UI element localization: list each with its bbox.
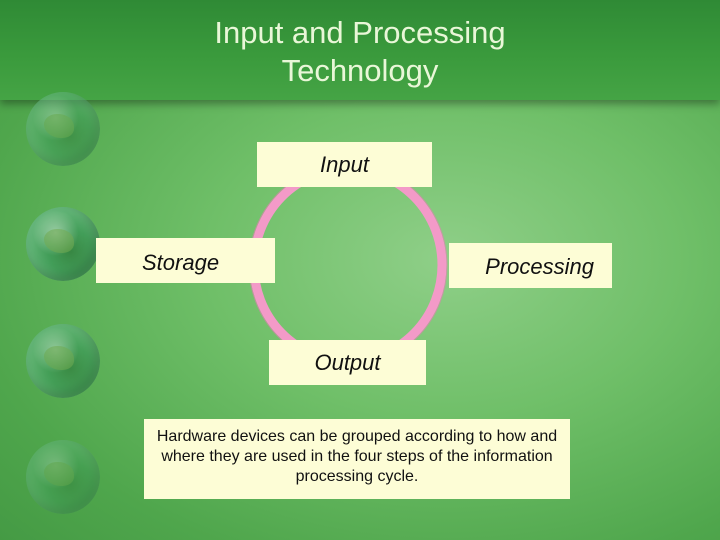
cycle-ring-path bbox=[254, 169, 442, 361]
output-step-box: Output bbox=[269, 340, 426, 385]
input-step-label: Input bbox=[320, 152, 369, 178]
processing-step-label: Processing bbox=[485, 254, 594, 280]
storage-step-label: Storage bbox=[142, 250, 219, 276]
processing-step-box: Processing bbox=[449, 243, 612, 288]
caption-box: Hardware devices can be grouped accordin… bbox=[144, 419, 570, 499]
input-step-box: Input bbox=[257, 142, 432, 187]
storage-step-box: Storage bbox=[96, 238, 275, 283]
output-step-label: Output bbox=[314, 350, 380, 376]
caption-text: Hardware devices can be grouped accordin… bbox=[157, 428, 557, 485]
